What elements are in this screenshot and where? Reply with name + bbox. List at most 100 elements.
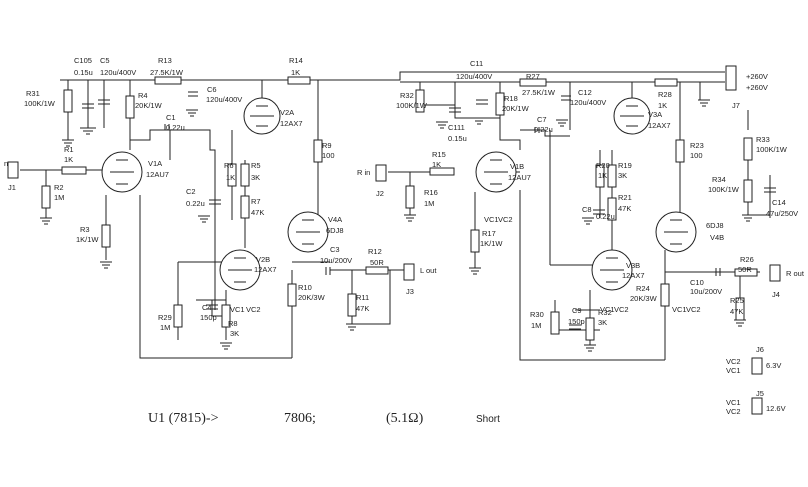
label-r8: R8 — [228, 319, 238, 328]
label-r8-value: 3K — [230, 329, 239, 338]
label-j5: J5 — [756, 389, 764, 398]
label-r33: R33 — [756, 135, 770, 144]
label-r32-value: 100K/1W — [396, 101, 428, 110]
label-r2: R2 — [54, 183, 64, 192]
label-r23-value: 100 — [690, 151, 703, 160]
label-r25-value: 47K — [730, 307, 743, 316]
label-r26-value: 50R — [738, 265, 752, 274]
label-r33-value: 100K/1W — [756, 145, 788, 154]
label-v3a-type: 12AX7 — [648, 121, 671, 130]
label-c5-value: 120u/400V — [100, 68, 136, 77]
label-r32b-value: 3K — [598, 318, 607, 327]
label-r24: R24 — [636, 284, 650, 293]
label-c10: C10 — [690, 278, 704, 287]
label-r6: R6 — [224, 161, 234, 170]
footer-note-resistor: (5.1Ω) — [386, 411, 424, 426]
label-c105-value: 0.15u — [74, 68, 93, 77]
label-r12: R12 — [368, 247, 382, 256]
label-c2-value: 0.22u — [186, 199, 205, 208]
label-r16: R16 — [424, 188, 438, 197]
label-vc2-right-upper: VC2 — [498, 215, 513, 224]
label-r7: R7 — [251, 197, 261, 206]
label-r12-value: 50R — [370, 258, 384, 267]
label-vc1-j6: VC1 — [726, 366, 741, 375]
label-r7-value: 47K — [251, 208, 264, 217]
label-r2-value: 1M — [54, 193, 64, 202]
label-j3: J3 — [406, 287, 414, 296]
label-c6: C6 — [207, 85, 217, 94]
label-r17-value: 1K/1W — [480, 239, 503, 248]
label-c5: C5 — [100, 56, 110, 65]
label-r20-value: 1K — [598, 171, 607, 180]
label-hv-2: +260V — [746, 83, 768, 92]
label-r13: R13 — [158, 56, 172, 65]
label-v2b: V2B — [256, 255, 270, 264]
label-c3-value: 10u/200V — [320, 256, 352, 265]
label-vc1-v4b: VC1 — [672, 305, 687, 314]
label-r23: R23 — [690, 141, 704, 150]
label-c7: C7 — [537, 115, 547, 124]
label-c4: C4 — [202, 303, 212, 312]
label-v3a: V3A — [648, 110, 662, 119]
resistors — [41, 76, 758, 341]
label-r27: R27 — [526, 72, 540, 81]
label-c111-value: 0.15u — [448, 134, 467, 143]
ground-symbols — [40, 99, 754, 352]
label-j5-value: 12.6V — [766, 404, 786, 413]
j1-connector — [7, 161, 19, 179]
label-r34: R34 — [712, 175, 726, 184]
label-r31-value: 100K/1W — [24, 99, 56, 108]
j6-connector — [751, 357, 763, 375]
j7-connector — [725, 65, 737, 91]
label-c7-value: 0.22u — [534, 125, 553, 134]
vacuum-tubes — [101, 97, 697, 291]
label-r24-value: 20K/3W — [630, 294, 658, 303]
label-r11: R11 — [356, 293, 369, 302]
j4-connector — [769, 264, 781, 282]
label-c12: C12 — [578, 88, 592, 97]
label-c3: C3 — [330, 245, 340, 254]
label-r31: R31 — [26, 89, 40, 98]
label-r4: R4 — [138, 91, 148, 100]
label-vc2-j5: VC2 — [726, 407, 741, 416]
label-c6-value: 120u/400V — [206, 95, 242, 104]
label-r34-value: 100K/1W — [708, 185, 740, 194]
label-v4b-type: 6DJ8 — [706, 221, 724, 230]
label-r28: R28 — [658, 90, 672, 99]
label-r29-value: 1M — [160, 323, 170, 332]
label-r21: R21 — [618, 193, 632, 202]
label-c14-value: 47u/250V — [766, 209, 798, 218]
footer-note-replacement: 7806; — [284, 411, 316, 426]
label-v2a-type: 12AX7 — [280, 119, 303, 128]
label-r13-value: 27.5K/1W — [150, 68, 184, 77]
capacitors — [82, 91, 776, 330]
label-v4a-type: 6DJ8 — [326, 226, 344, 235]
label-c14: C14 — [772, 198, 786, 207]
label-hv-1: +260V — [746, 72, 768, 81]
label-r19: R19 — [618, 161, 632, 170]
label-j4: J4 — [772, 290, 780, 299]
label-r10: R10 — [298, 283, 312, 292]
label-vc2-right-lower: VC2 — [614, 305, 629, 314]
label-r5-value: 3K — [251, 173, 260, 182]
label-r1: R1 — [64, 145, 74, 154]
label-v1b: V1B — [510, 162, 524, 171]
label-v2b-type: 12AX7 — [254, 265, 277, 274]
label-c11: C11 — [470, 59, 483, 68]
label-c2: C2 — [186, 187, 196, 196]
connectors — [7, 65, 781, 415]
label-j1-input: n — [4, 159, 8, 168]
label-r26: R26 — [740, 255, 754, 264]
label-r16-value: 1M — [424, 199, 434, 208]
label-r-in: R in — [357, 168, 370, 177]
label-c8: C8 — [582, 205, 592, 214]
label-j2: J2 — [376, 189, 384, 198]
label-r19-value: 3K — [618, 171, 627, 180]
label-vc1-right-lower: VC1 — [600, 305, 615, 314]
label-r28-value: 1K — [658, 101, 667, 110]
label-r32: R32 — [400, 91, 414, 100]
label-v1a-type: 12AU7 — [146, 170, 169, 179]
label-r14-value: 1K — [291, 68, 300, 77]
label-r32b: R32 — [598, 308, 612, 317]
